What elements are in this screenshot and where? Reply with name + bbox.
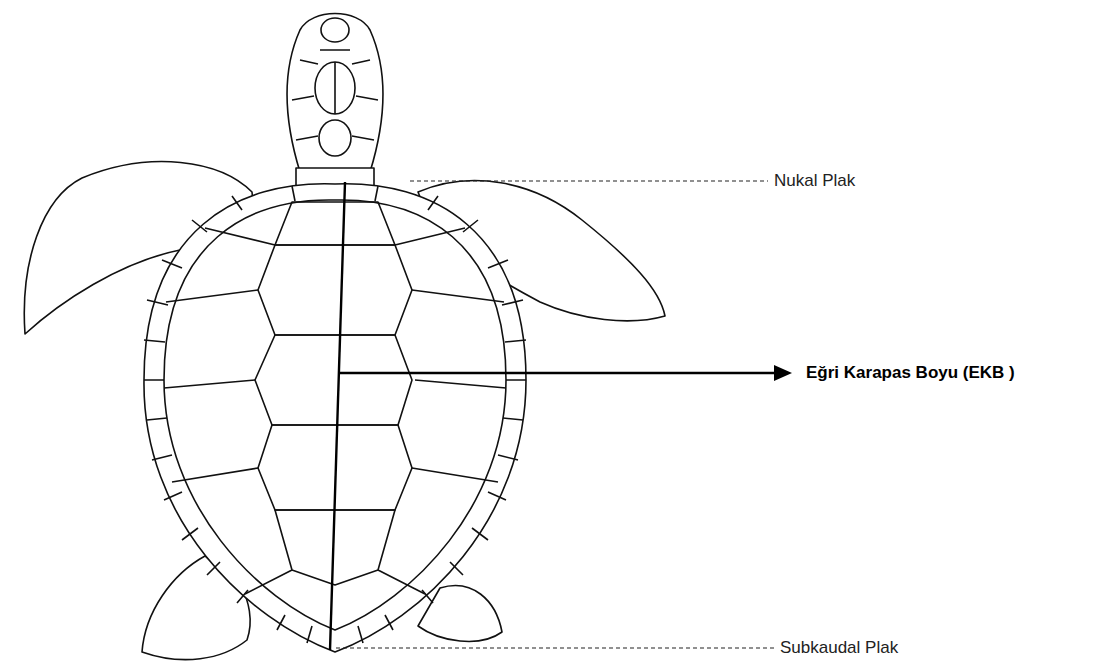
measure-line xyxy=(330,182,345,650)
marginal-scutes xyxy=(164,200,506,630)
costal-scutes xyxy=(164,228,506,594)
leader-line xyxy=(336,647,774,648)
arrow-line xyxy=(340,372,778,374)
head xyxy=(287,14,383,173)
head-scale xyxy=(319,120,351,156)
measure-label: Eğri Karapas Boyu (EKB ) xyxy=(804,363,1017,383)
leader-line xyxy=(410,180,768,181)
carapace xyxy=(144,184,526,652)
head-scale xyxy=(321,18,349,42)
arrow-head xyxy=(774,365,792,381)
part-label: Subkaudal Plak xyxy=(778,638,900,658)
marginal-scutes xyxy=(144,186,526,643)
part-label: Nukal Plak xyxy=(772,171,857,191)
rear-flipper xyxy=(418,586,502,642)
head-scale xyxy=(292,50,378,140)
